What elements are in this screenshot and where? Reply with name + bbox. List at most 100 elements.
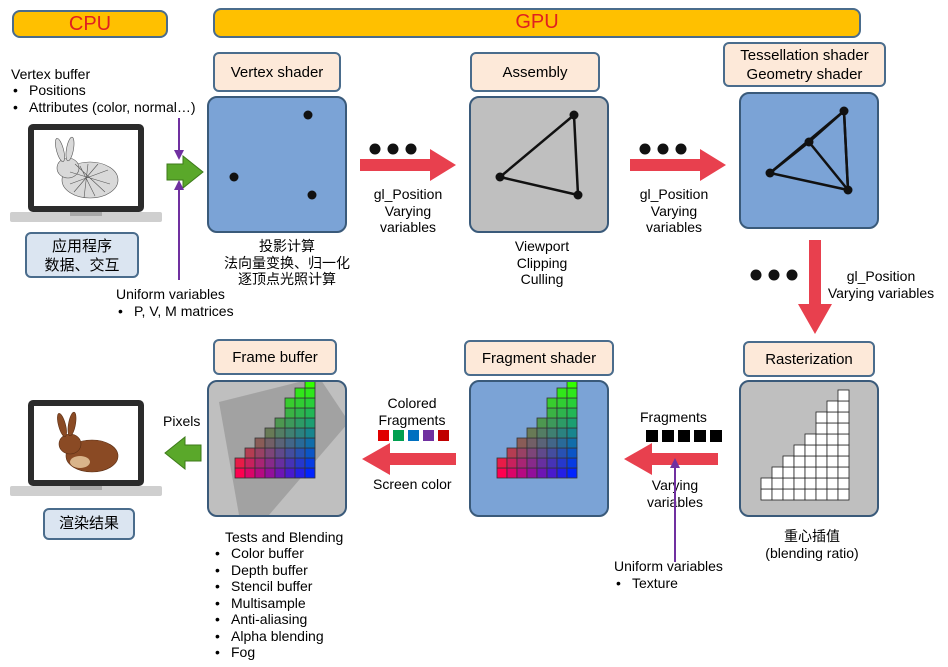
raster-cell <box>826 455 839 468</box>
raster-cell <box>826 411 839 424</box>
raster-cell <box>771 488 784 501</box>
raster-cell <box>837 466 850 479</box>
fragment-cell <box>556 407 568 419</box>
fragment-cell <box>526 467 538 479</box>
tessellation-geometry-label: Tessellation shader Geometry shader <box>723 42 886 87</box>
framebuffer-cell <box>274 447 286 459</box>
fragment-cell <box>566 397 578 409</box>
fragment-cell <box>556 427 568 439</box>
fragment-cell <box>516 437 528 449</box>
uniform-texture-item: Texture <box>614 575 678 592</box>
raster-cell <box>837 400 850 413</box>
screen-color-label: Screen color <box>373 476 452 492</box>
fragment-cell <box>556 447 568 459</box>
framebuffer-cell <box>254 447 266 459</box>
color-swatch <box>438 430 449 441</box>
raster-cell <box>793 444 806 457</box>
tessellated-triangle-icon <box>765 106 853 195</box>
framebuffer-cell <box>294 417 306 429</box>
fragment-cell <box>546 397 558 409</box>
vertex-buffer-list: Positions Attributes (color, normal…) <box>11 82 196 115</box>
raster-cell <box>815 488 828 501</box>
framebuffer-cell <box>294 427 306 439</box>
fragment-cell <box>516 467 528 479</box>
vertex-buffer-title: Vertex buffer <box>11 66 91 82</box>
fragment-cell <box>496 467 508 479</box>
uniform-texture-arrow <box>670 458 680 562</box>
raster-cell <box>793 488 806 501</box>
raster-cell <box>804 488 817 501</box>
raster-cell <box>804 466 817 479</box>
fragment-cell <box>556 467 568 479</box>
framebuffer-cell <box>284 427 296 439</box>
pixels-label: Pixels <box>163 413 201 429</box>
fragment-cell <box>546 417 558 429</box>
green-arrow-to-vertex-shader <box>166 155 204 189</box>
framebuffer-cell <box>264 437 276 449</box>
laptop-bunny-icon <box>10 124 162 222</box>
fragment-cell <box>536 467 548 479</box>
rasterization-stage <box>739 380 879 517</box>
triangle-icon <box>495 110 583 200</box>
framebuffer-cell <box>264 427 276 439</box>
raster-cell <box>760 477 773 490</box>
fragment-cell <box>566 417 578 429</box>
fragment-cell <box>526 447 538 459</box>
framebuffer-cell <box>284 397 296 409</box>
raster-cell <box>837 477 850 490</box>
raster-note-line: (blending ratio) <box>765 544 859 561</box>
framebuffer-cell <box>294 447 306 459</box>
raster-cell <box>837 422 850 435</box>
framebuffer-cell <box>244 447 256 459</box>
tests-item: Anti-aliasing <box>213 611 324 628</box>
frame-buffer-icon <box>219 382 345 515</box>
arrow3-label-line: gl_Position <box>846 268 916 284</box>
raster-cell <box>837 411 850 424</box>
framebuffer-cell <box>294 467 306 479</box>
frame-buffer-stage <box>207 380 347 517</box>
fragment-cell <box>556 417 568 429</box>
fragment-cell <box>566 457 578 469</box>
raster-cell <box>837 389 850 402</box>
arrow-rasterization-to-fragment <box>624 443 718 475</box>
raster-cell <box>815 422 828 435</box>
fragment-cell <box>546 447 558 459</box>
fragment-cell <box>536 457 548 469</box>
render-result-label: 渲染结果 <box>43 508 135 540</box>
framebuffer-cell <box>274 467 286 479</box>
raster-cell <box>826 400 839 413</box>
fragment-cell <box>556 397 568 409</box>
fragment-cell <box>546 427 558 439</box>
arrow1-label-line: variables <box>379 219 437 235</box>
colored-fragments-label: Colored Fragments <box>372 395 452 428</box>
fragments-label: Fragments <box>640 409 707 425</box>
raster-cell <box>815 455 828 468</box>
fragment-cell <box>566 437 578 449</box>
vertex-shader-label: Vertex shader <box>213 52 341 92</box>
vertex-buffer-purple-arrow <box>174 118 184 160</box>
fragment-cell <box>526 427 538 439</box>
framebuffer-cell <box>304 417 316 429</box>
fragment-cell <box>506 457 518 469</box>
raster-cell <box>782 466 795 479</box>
raster-cell <box>804 477 817 490</box>
framebuffer-cell <box>254 457 266 469</box>
framebuffer-cell <box>304 387 316 399</box>
tests-blending-title: Tests and Blending <box>225 529 344 545</box>
framebuffer-cell <box>264 447 276 459</box>
fragment-cell <box>516 447 528 459</box>
fragment-cell <box>556 457 568 469</box>
framebuffer-cell <box>264 467 276 479</box>
framebuffer-cell <box>264 457 276 469</box>
uniform-variables-title: Uniform variables <box>116 286 225 302</box>
arrow-tessellation-to-rasterization <box>798 240 832 334</box>
fragment-cell <box>536 427 548 439</box>
raster-cell <box>837 444 850 457</box>
application-label-line: 应用程序 <box>51 238 112 255</box>
fragment-cell <box>526 457 538 469</box>
uniform-variables-item: P, V, M matrices <box>116 303 234 320</box>
tests-item: Stencil buffer <box>213 578 324 595</box>
arrow2-label-line: Varying <box>650 202 698 219</box>
framebuffer-cell <box>304 457 316 469</box>
raster-cell <box>826 488 839 501</box>
